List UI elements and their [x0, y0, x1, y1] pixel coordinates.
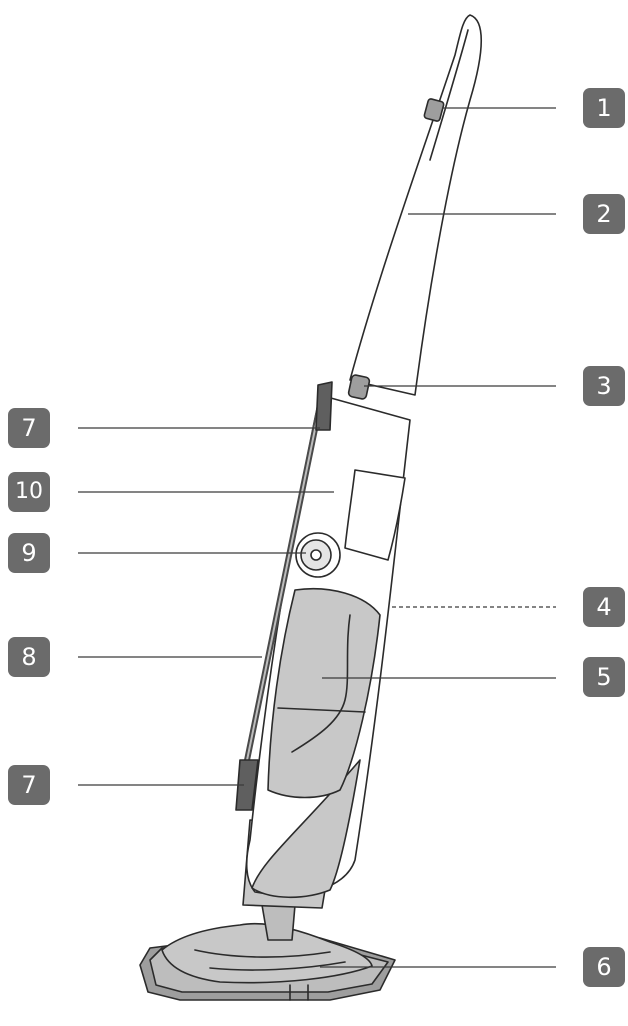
steam-pad-fold	[209, 961, 346, 971]
steam-dial-center	[310, 549, 322, 561]
trigger-button	[423, 98, 445, 122]
power-cord-highlight	[244, 394, 323, 771]
callout-7-upper: 7	[8, 408, 50, 448]
callout-6: 6	[583, 947, 625, 987]
cord-hook-upper	[315, 381, 333, 431]
steam-pad-fold	[194, 949, 331, 958]
callout-4: 4	[583, 587, 625, 627]
body-window	[344, 469, 406, 561]
cord-hook-lower	[235, 759, 259, 811]
neck-joint	[261, 904, 296, 941]
callout-1: 1	[583, 88, 625, 128]
water-tank-curve	[291, 614, 351, 753]
callout-7-lower: 7	[8, 765, 50, 805]
callout-5: 5	[583, 657, 625, 697]
callout-10: 10	[8, 472, 50, 512]
water-tank-level-line	[277, 707, 366, 713]
handle-inner-edge	[429, 29, 469, 161]
water-tank	[267, 587, 381, 799]
release-button	[347, 374, 371, 400]
callout-9: 9	[8, 533, 50, 573]
callout-2: 2	[583, 194, 625, 234]
handle-stick	[349, 14, 483, 396]
callout-8: 8	[8, 637, 50, 677]
base-notch	[289, 984, 309, 1001]
body-lower-shading	[251, 759, 361, 899]
callout-3: 3	[583, 366, 625, 406]
